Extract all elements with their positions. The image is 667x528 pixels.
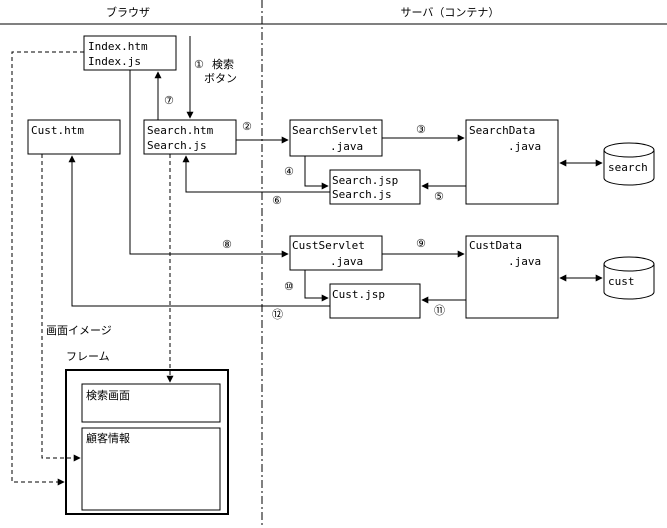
step-2-label: ② xyxy=(242,120,252,133)
search-html-line1: Search.htm xyxy=(147,124,214,137)
dashed-index-to-frame xyxy=(11,51,84,486)
search-servlet-box[interactable]: SearchServlet .java xyxy=(289,119,383,157)
step-4-label: ④ xyxy=(284,165,294,178)
search-database: search xyxy=(603,142,655,186)
search-servlet-line2: .java xyxy=(330,140,363,153)
step-7-label: ⑦ xyxy=(164,94,174,107)
frame-title: フレーム xyxy=(66,350,110,363)
cust-data-line1: CustData xyxy=(469,239,522,252)
step-11-label: ⑪ xyxy=(434,304,445,317)
cust-servlet-line2: .java xyxy=(330,255,363,268)
index-line2: Index.js xyxy=(88,55,141,68)
image-label: 画面イメージ xyxy=(46,324,112,337)
search-jsp-box[interactable]: Search.jsp Search.js xyxy=(329,169,421,205)
step-5-label: ⑤ xyxy=(434,190,444,203)
browser-header: ブラウザ xyxy=(106,5,150,19)
search-html-line2: Search.js xyxy=(147,139,207,152)
arrow-step-12 xyxy=(68,155,330,307)
frame-search-pane[interactable] xyxy=(81,383,221,423)
step-6-label: ⑥ xyxy=(272,194,282,207)
server-header: サーバ（コンテナ） xyxy=(401,6,500,19)
dashed-cust-to-pane xyxy=(41,154,81,462)
cust-jsp-line1: Cust.jsp xyxy=(332,288,385,301)
index-box[interactable]: Index.htm Index.js xyxy=(83,35,177,71)
search-db-label: search xyxy=(608,161,648,174)
step-12-label: ⑫ xyxy=(272,308,283,321)
cust-servlet-line1: CustServlet xyxy=(292,239,365,252)
search-button-label-2: ボタン xyxy=(204,72,237,85)
frame-cust-pane[interactable] xyxy=(81,427,221,511)
cust-database: cust xyxy=(603,256,655,300)
cust-data-line2: .java xyxy=(508,255,541,268)
search-data-line2: .java xyxy=(508,140,541,153)
search-jsp-line2: Search.js xyxy=(332,188,392,201)
search-html-box[interactable]: Search.htm Search.js xyxy=(143,119,237,155)
cust-htm-box[interactable]: Cust.htm xyxy=(27,119,121,155)
frame-search-label: 検索画面 xyxy=(86,388,130,402)
step-1-label: ① xyxy=(194,58,204,71)
arrow-step-6 xyxy=(182,155,330,193)
cust-data-box[interactable]: CustData .java xyxy=(465,235,559,319)
index-line1: Index.htm xyxy=(88,40,148,53)
arrow-step-4 xyxy=(304,156,329,190)
search-data-line1: SearchData xyxy=(469,124,535,137)
cust-db-label: cust xyxy=(608,275,635,288)
frame-cust-label: 顧客情報 xyxy=(86,431,130,445)
arrow-step-8 xyxy=(129,70,289,258)
step-3-label: ③ xyxy=(416,123,426,136)
cust-htm-line1: Cust.htm xyxy=(31,124,84,137)
search-data-box[interactable]: SearchData .java xyxy=(465,119,559,205)
cust-jsp-box[interactable]: Cust.jsp xyxy=(329,283,421,319)
frame-box: 検索画面 顧客情報 xyxy=(65,369,229,515)
search-button-label-1: 検索 xyxy=(212,57,234,71)
step-10-label: ⑩ xyxy=(284,280,294,293)
search-servlet-line1: SearchServlet xyxy=(292,124,378,137)
step-8-label: ⑧ xyxy=(222,238,232,251)
step-9-label: ⑨ xyxy=(416,237,426,250)
cust-servlet-box[interactable]: CustServlet .java xyxy=(289,235,383,271)
arrow-step-10 xyxy=(304,270,329,302)
search-jsp-line1: Search.jsp xyxy=(332,174,398,187)
